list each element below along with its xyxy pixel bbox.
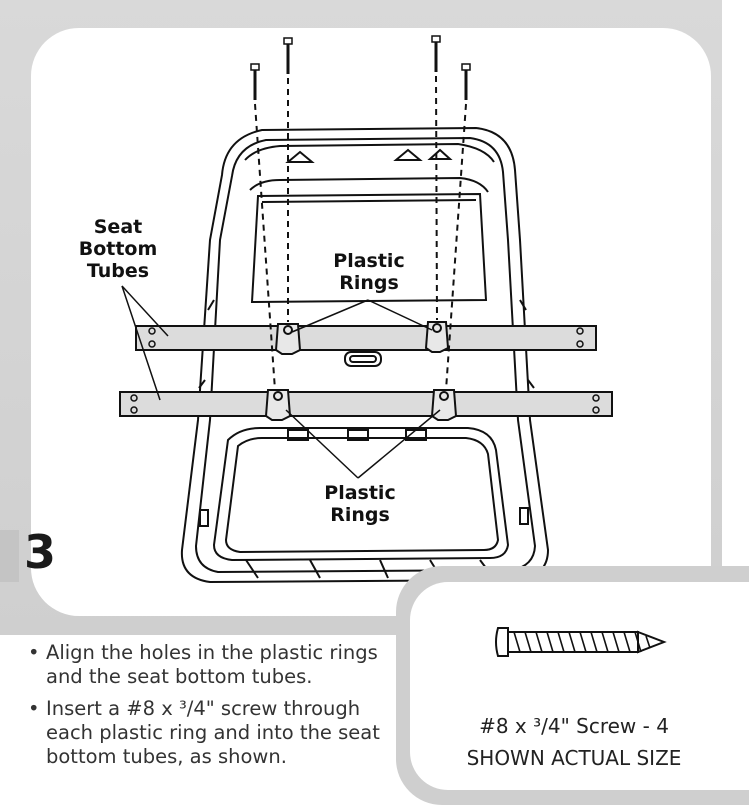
label-line: Bottom (78, 238, 158, 260)
instruction-item: • Align the holes in the plastic rings a… (28, 641, 398, 689)
seat-assembly-drawing (119, 35, 613, 584)
label-line: Plastic (333, 250, 405, 272)
plastic-rings-top-label: Plastic Rings (324, 250, 414, 294)
label-line: Rings (339, 272, 399, 294)
instruction-text: Align the holes in the plastic rings and… (46, 641, 378, 688)
hardware-box (410, 582, 749, 790)
instruction-item: • Insert a #8 x ³/4" screw through each … (28, 697, 398, 769)
label-line: Seat (93, 216, 143, 238)
bullet: • (28, 697, 40, 720)
label-line: Plastic (324, 482, 396, 504)
illustration-area: Seat Bottom Tubes Plastic Rings Plastic … (31, 28, 711, 616)
label-line: Rings (330, 504, 390, 526)
screw-caption-line2: SHOWN ACTUAL SIZE (466, 746, 682, 770)
label-line: Tubes (86, 260, 150, 282)
seat-bottom-tubes-label: Seat Bottom Tubes (68, 216, 168, 282)
screw-icon (495, 627, 667, 657)
instruction-text: Insert a #8 x ³/4" screw through each pl… (46, 697, 380, 768)
plastic-rings-bottom-label: Plastic Rings (315, 482, 405, 526)
step-tab (0, 530, 19, 582)
step-number: 3 (24, 525, 57, 579)
bullet: • (28, 641, 40, 664)
screw-caption-line1: #8 x ³/4" Screw - 4 (479, 714, 669, 738)
instruction-list: • Align the holes in the plastic rings a… (28, 641, 398, 777)
